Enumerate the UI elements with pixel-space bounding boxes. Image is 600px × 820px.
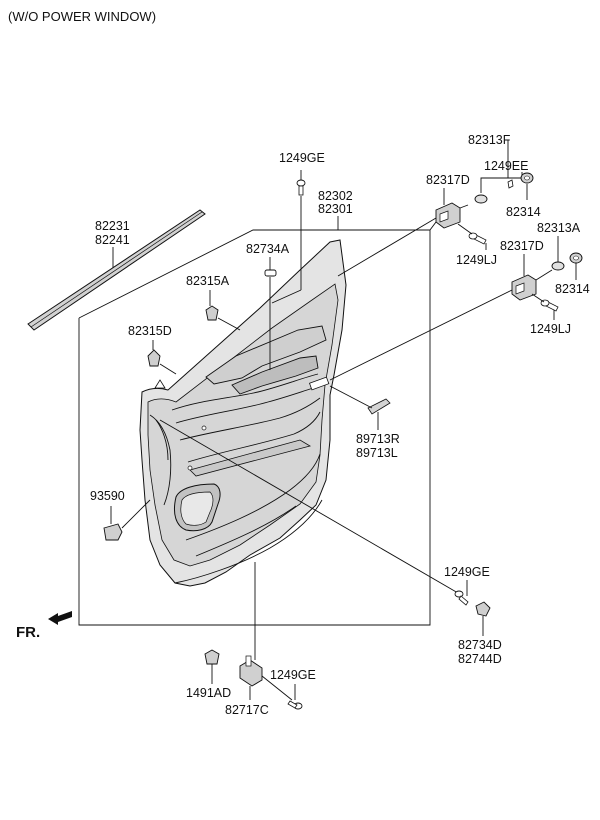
label-82301: 82301 xyxy=(318,202,353,216)
part-93590 xyxy=(103,499,151,541)
label-82313A: 82313A xyxy=(537,221,581,235)
label-82314-upper: 82314 xyxy=(506,205,541,219)
door-trim-panel xyxy=(139,239,347,587)
label-1249GE-mid: 1249GE xyxy=(444,565,490,579)
label-93590: 93590 xyxy=(90,489,125,503)
label-1249LJ-upper: 1249LJ xyxy=(456,253,497,267)
screw-bottom xyxy=(287,684,303,710)
label-82734A: 82734A xyxy=(246,242,290,256)
screw-mid xyxy=(454,580,469,606)
plug-82734A xyxy=(264,257,277,370)
label-82317D-upper: 82317D xyxy=(426,173,470,187)
label-82315A: 82315A xyxy=(186,274,230,288)
label-82744D: 82744D xyxy=(458,652,502,666)
label-1249LJ-lower: 1249LJ xyxy=(530,322,571,336)
leader-upper-bracket xyxy=(337,217,437,277)
trim-bracket xyxy=(309,376,391,430)
label-1249GE-bottom: 1249GE xyxy=(270,668,316,682)
clip-82315A xyxy=(205,290,241,331)
label-82314-lower: 82314 xyxy=(555,282,590,296)
label-1249GE-top: 1249GE xyxy=(279,151,325,165)
leader-screw-mid xyxy=(159,419,459,594)
label-82315D: 82315D xyxy=(128,324,172,338)
diagram-header: (W/O POWER WINDOW) xyxy=(8,9,156,24)
clip-82315D xyxy=(147,340,177,375)
label-82734D: 82734D xyxy=(458,638,502,652)
label-89713R: 89713R xyxy=(356,432,400,446)
clip-1491AD xyxy=(204,649,220,684)
label-82313F: 82313F xyxy=(468,133,511,147)
label-1491AD: 1491AD xyxy=(186,686,231,700)
label-1249EE: 1249EE xyxy=(484,159,528,173)
front-arrow: FR. xyxy=(16,611,72,641)
plug-82734D xyxy=(475,601,491,636)
label-82317D-lower: 82317D xyxy=(500,239,544,253)
fr-label: FR. xyxy=(16,624,40,641)
bracket-82717C xyxy=(239,655,293,701)
bracket-lower xyxy=(329,236,583,381)
label-82241: 82241 xyxy=(95,233,130,247)
belt-weatherstrip xyxy=(27,209,206,331)
assembly-frame xyxy=(78,229,431,626)
bracket-upper xyxy=(429,140,534,250)
label-82717C: 82717C xyxy=(225,703,269,717)
screw-top xyxy=(271,170,306,304)
label-82302: 82302 xyxy=(318,189,353,203)
label-89713L: 89713L xyxy=(356,446,398,460)
label-82231: 82231 xyxy=(95,219,130,233)
